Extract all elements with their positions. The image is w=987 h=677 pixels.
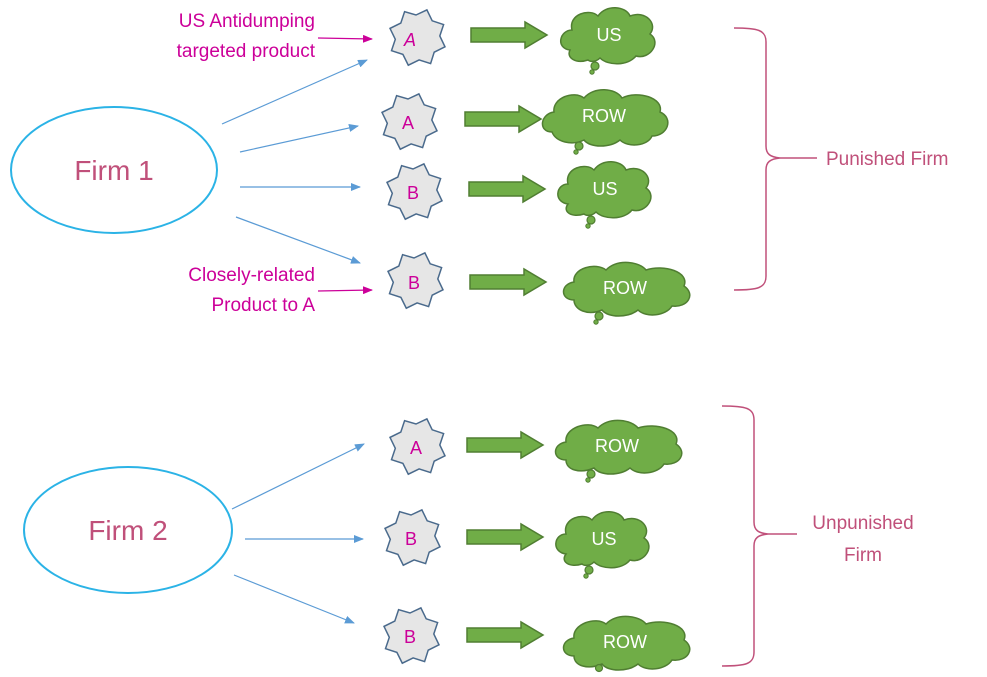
- destination-label: US: [591, 529, 616, 549]
- destination-label: ROW: [595, 436, 639, 456]
- cloud-tail-dot: [594, 311, 604, 321]
- connector-firm1-row1: [221, 59, 368, 125]
- cloud-tail-dot: [585, 477, 591, 483]
- destination-label: ROW: [582, 106, 626, 126]
- firm2-brace: [721, 405, 769, 667]
- product-badge: [388, 8, 446, 67]
- product-badge: [388, 417, 446, 476]
- firm1-group: Firm 1 US Antidumping targeted product C…: [10, 7, 949, 325]
- firm2-group: Firm 2 A ROW B US B: [23, 405, 914, 673]
- annotation-antidumping-line2: targeted product: [177, 41, 316, 62]
- connector-firm2-row1: [231, 443, 365, 510]
- cloud-tail-dot: [586, 215, 596, 225]
- destination-cloud: [554, 419, 683, 475]
- destination-label: ROW: [603, 278, 647, 298]
- thick-arrow: [469, 267, 548, 297]
- cloud-tail-dot: [590, 61, 600, 71]
- destination-label: US: [592, 179, 617, 199]
- cloud-tail-dot: [586, 469, 596, 479]
- annotation-related-line1: Closely-related: [188, 265, 315, 286]
- thick-arrow: [466, 522, 545, 552]
- firm1-row2: A ROW: [380, 89, 669, 155]
- product-badge: [385, 162, 443, 221]
- cloud-tail-dot: [589, 69, 595, 75]
- firm1-brace: [733, 27, 781, 291]
- product-label: B: [407, 183, 419, 203]
- destination-cloud: [560, 7, 656, 65]
- firm1-row4: B ROW: [386, 251, 691, 325]
- cloud-tail-dot: [585, 223, 591, 229]
- product-badge: [386, 251, 444, 310]
- cloud-tail-dot: [583, 573, 589, 579]
- cloud-tail-dot: [594, 663, 604, 673]
- product-label: A: [403, 30, 416, 50]
- connector-firm1-row4: [235, 216, 361, 264]
- firm2-group-label-line2: Firm: [844, 545, 882, 566]
- firm2-group-label-line1: Unpunished: [812, 513, 913, 534]
- annotation-antidumping-line1: US Antidumping: [179, 11, 315, 32]
- cloud-tail-dot: [573, 149, 579, 155]
- thick-arrow: [466, 620, 545, 650]
- product-label: B: [404, 627, 416, 647]
- thick-arrow: [464, 104, 543, 134]
- firm1-ellipse: [10, 106, 218, 234]
- thick-arrow: [466, 430, 545, 460]
- thick-arrow: [470, 20, 549, 50]
- firm2-row2: B US: [383, 508, 650, 579]
- annotation-antidumping-arrow: [317, 34, 373, 43]
- destination-cloud: [541, 89, 669, 147]
- cloud-tail-dot: [593, 319, 599, 325]
- destination-label: US: [596, 25, 621, 45]
- connector-firm2-row3: [233, 574, 355, 624]
- firm2-ellipse: [23, 466, 233, 594]
- destination-cloud: [555, 511, 650, 569]
- product-label: A: [410, 438, 422, 458]
- cloud-tail-dot: [584, 565, 594, 575]
- firm2-row3: B ROW: [382, 606, 691, 673]
- annotation-related-line2: Product to A: [211, 295, 315, 316]
- destination-cloud: [562, 261, 691, 317]
- thick-arrow: [468, 174, 547, 204]
- firm1-group-label: Punished Firm: [826, 149, 949, 170]
- product-label: A: [402, 113, 414, 133]
- product-badge: [382, 606, 440, 665]
- product-label: B: [405, 529, 417, 549]
- destination-label: ROW: [603, 632, 647, 652]
- product-label: B: [408, 273, 420, 293]
- destination-cloud: [562, 615, 691, 671]
- product-badge: [380, 92, 438, 151]
- annotation-related-arrow: [317, 286, 373, 295]
- firm1-row3: B US: [385, 161, 652, 229]
- firm1-row1: A US: [388, 7, 656, 75]
- firm2-row1: A ROW: [388, 417, 683, 483]
- firm2-label: Firm 2: [88, 515, 167, 546]
- firm1-label: Firm 1: [74, 155, 153, 186]
- product-badge: [383, 508, 441, 567]
- cloud-tail-dot: [574, 141, 584, 151]
- connector-firm1-row2: [239, 124, 359, 153]
- destination-cloud: [557, 161, 652, 219]
